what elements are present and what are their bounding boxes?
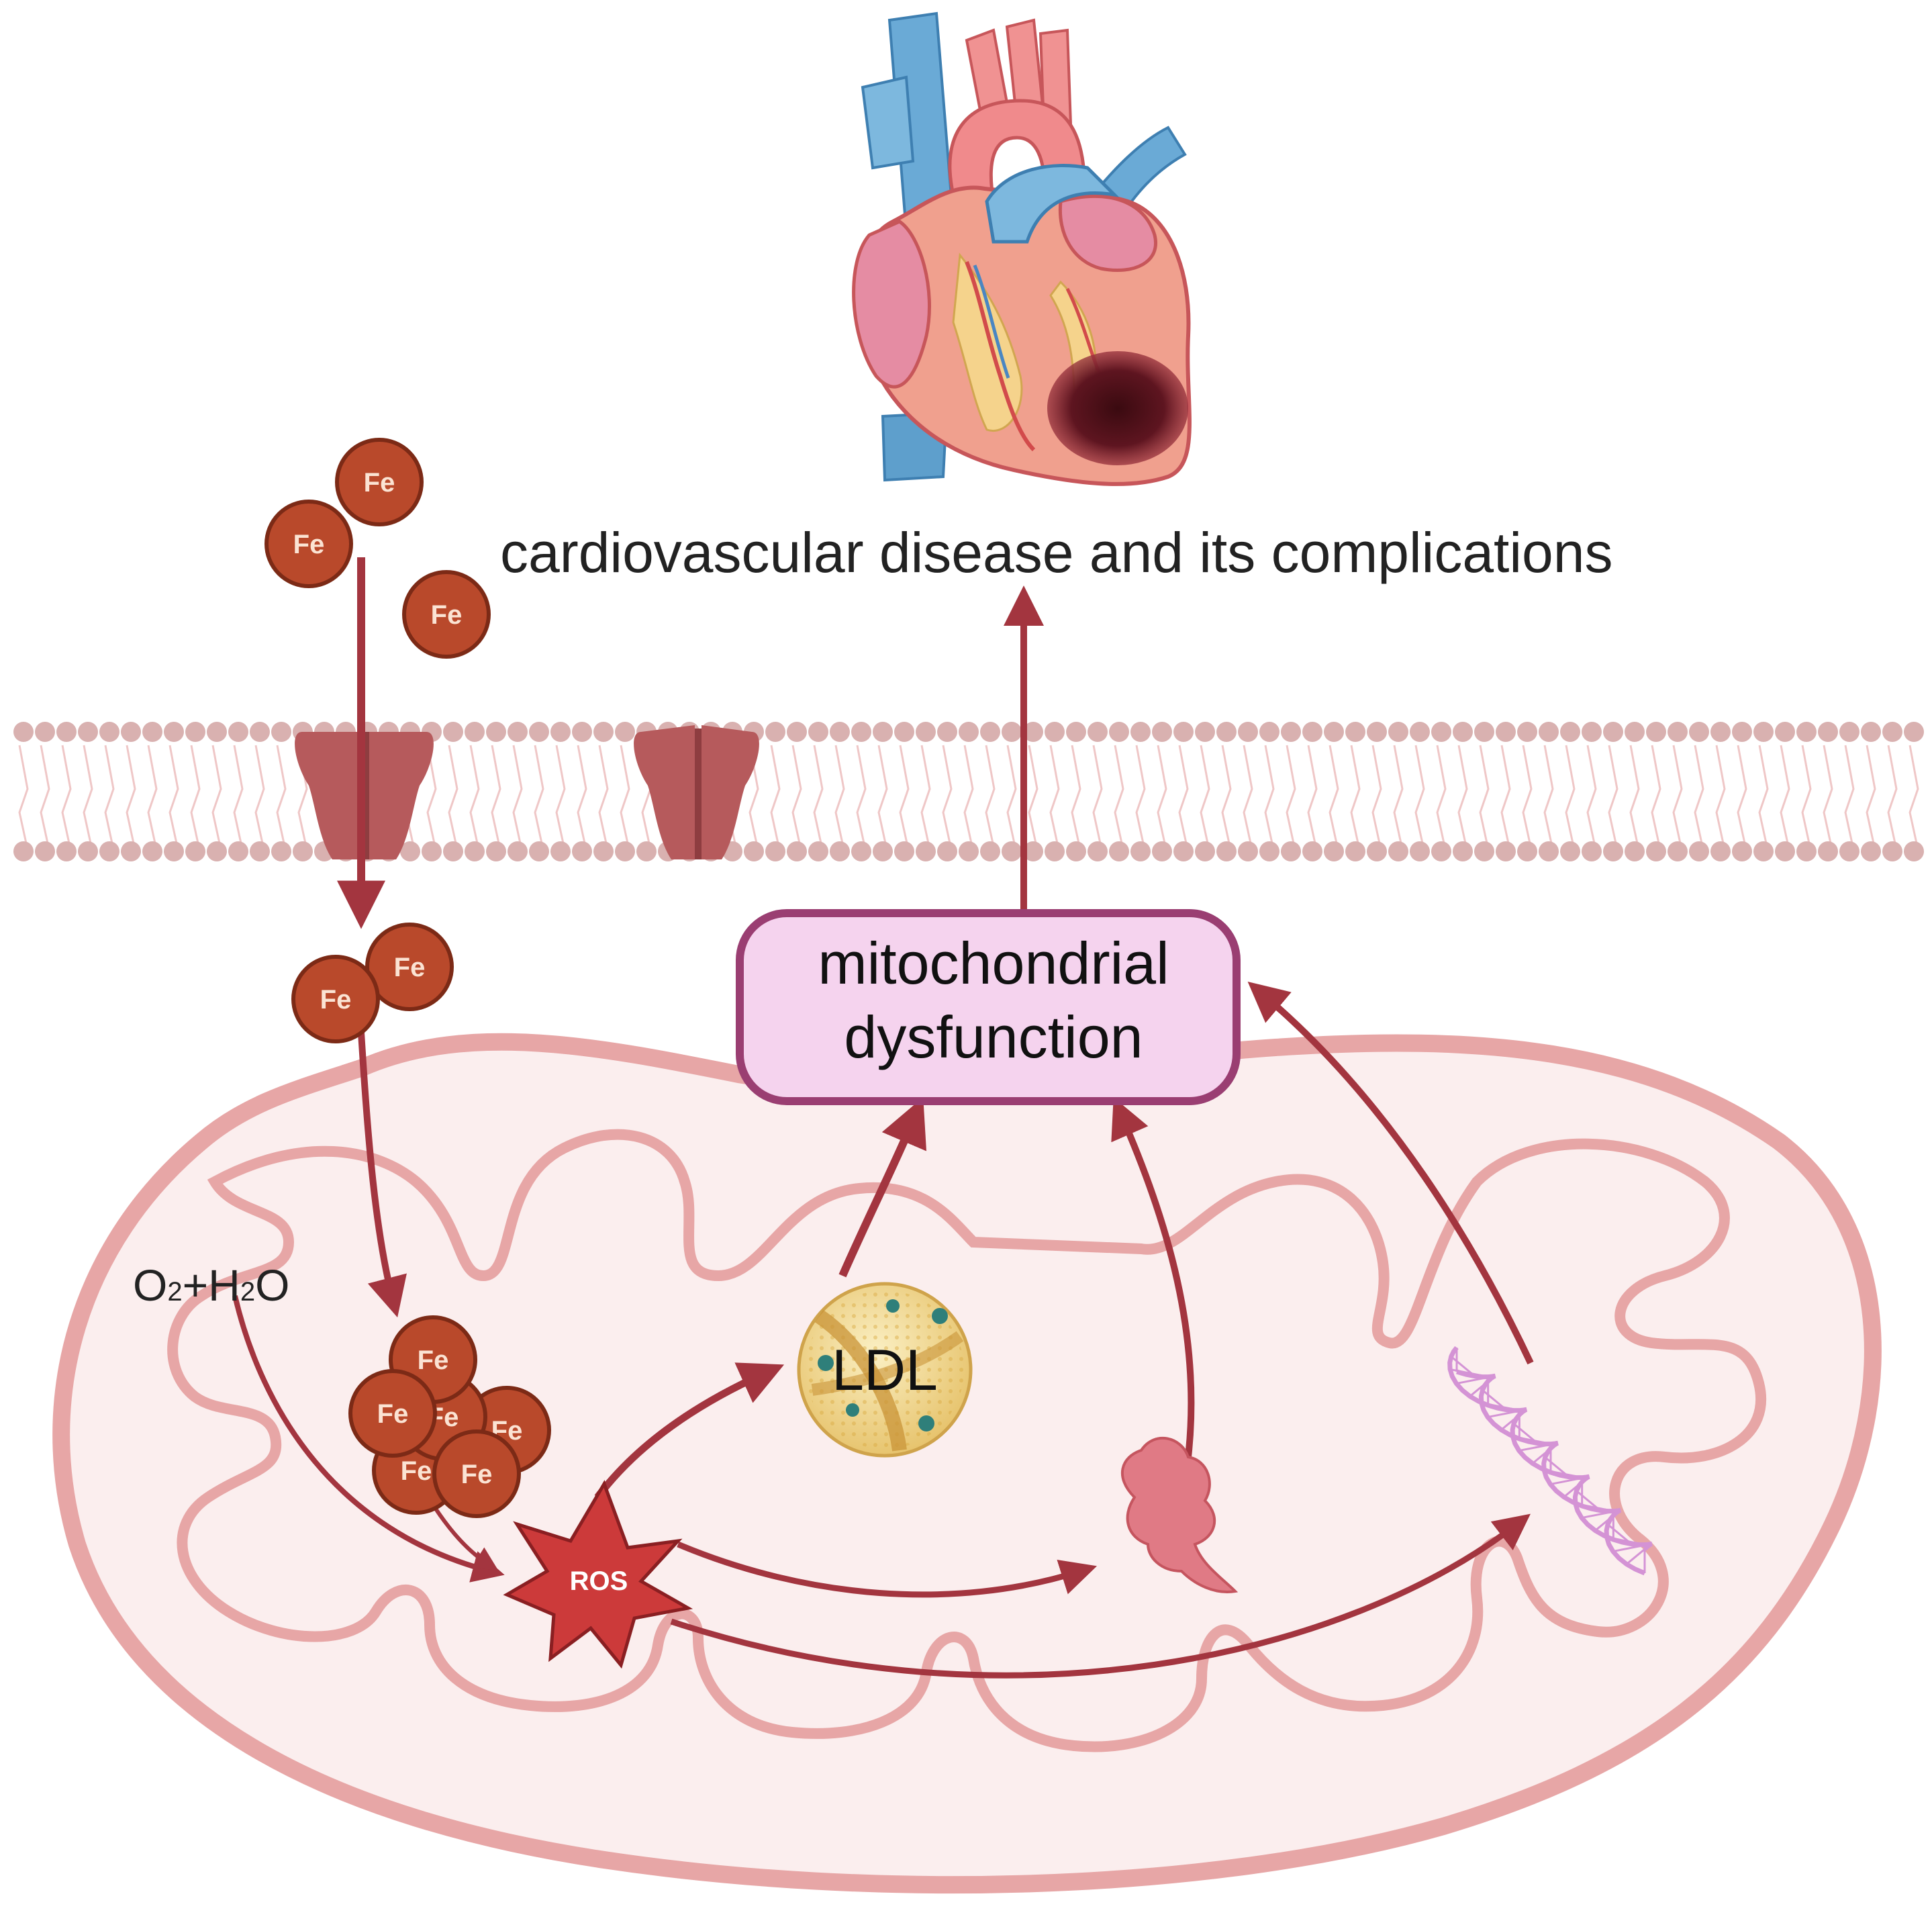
iron-atom: Fe bbox=[348, 1369, 437, 1458]
damaged-protein-icon bbox=[1121, 1437, 1239, 1593]
pathway-arrows bbox=[232, 557, 1534, 1679]
iron-atom: Fe bbox=[264, 500, 353, 588]
svg-text:Fe: Fe bbox=[320, 985, 352, 1015]
ros-label: ROS bbox=[570, 1566, 628, 1596]
iron-atom: Fe bbox=[335, 438, 424, 526]
svg-text:Fe: Fe bbox=[364, 468, 395, 498]
heart-illustration bbox=[852, 11, 1192, 486]
svg-text:Fe: Fe bbox=[293, 530, 325, 559]
outcome-title: cardiovascular disease and its complicat… bbox=[500, 521, 1612, 584]
reactants-label: O2+H2O bbox=[133, 1260, 289, 1310]
ldl-particle: LDL bbox=[797, 1282, 973, 1458]
iron-intracellular: Fe Fe bbox=[291, 923, 454, 1043]
dysfunction-label-line2: dysfunction bbox=[844, 1004, 1143, 1070]
mitochondrial-dysfunction-box: mitochondrial dysfunction bbox=[736, 909, 1241, 1105]
left-vessel-stub bbox=[861, 75, 915, 170]
arrow-ros-to-ldl bbox=[594, 1362, 785, 1500]
iron-atom: Fe bbox=[432, 1429, 521, 1518]
ros-burst: ROS bbox=[503, 1480, 693, 1669]
arrow-o2-to-ros bbox=[232, 1295, 505, 1583]
svg-text:Fe: Fe bbox=[401, 1456, 432, 1486]
arrow-ros-to-dna bbox=[670, 1513, 1531, 1679]
coronary-artery bbox=[965, 261, 1036, 452]
arrow-protein-to-dysfunction bbox=[1111, 1097, 1195, 1458]
lipid-heads-inner bbox=[13, 841, 1924, 861]
iron-atom: Fe bbox=[365, 923, 454, 1011]
coronary-vein bbox=[973, 265, 1010, 379]
arrow-dna-to-dysfunction bbox=[1247, 981, 1534, 1365]
cell-membrane bbox=[13, 722, 1924, 861]
left-atrium bbox=[1058, 194, 1157, 273]
ldl-label: LDL bbox=[832, 1338, 938, 1403]
mitochondrion-outer-membrane bbox=[52, 1033, 1882, 1894]
iron-extracellular: Fe Fe Fe bbox=[264, 438, 491, 659]
iron-cluster-matrix: Fe Fe Fe Fe Fe Fe bbox=[348, 1315, 551, 1518]
arrow-fe-to-matrix bbox=[356, 1000, 407, 1318]
svg-text:Fe: Fe bbox=[377, 1399, 409, 1429]
iron-transporter-right bbox=[634, 725, 759, 859]
iron-atom: Fe bbox=[402, 570, 491, 659]
infarct-region bbox=[1047, 351, 1188, 465]
arrow-ldl-to-dysfunction bbox=[838, 1097, 927, 1278]
arrow-ros-to-protein bbox=[677, 1541, 1098, 1598]
svg-text:Fe: Fe bbox=[418, 1346, 449, 1375]
svg-text:Fe: Fe bbox=[461, 1460, 493, 1489]
mitochondrial-dna-icon bbox=[1447, 1346, 1653, 1576]
pulmonary-trunk bbox=[985, 164, 1120, 244]
lipid-tails bbox=[18, 745, 1919, 850]
svg-text:Fe: Fe bbox=[431, 600, 463, 630]
mitochondrion bbox=[52, 1033, 1882, 1894]
svg-text:Fe: Fe bbox=[394, 953, 426, 982]
right-atrium bbox=[852, 220, 931, 389]
dysfunction-label-line1: mitochondrial bbox=[818, 930, 1169, 996]
lipid-heads-outer bbox=[13, 722, 1924, 742]
iron-atom: Fe bbox=[291, 955, 380, 1043]
